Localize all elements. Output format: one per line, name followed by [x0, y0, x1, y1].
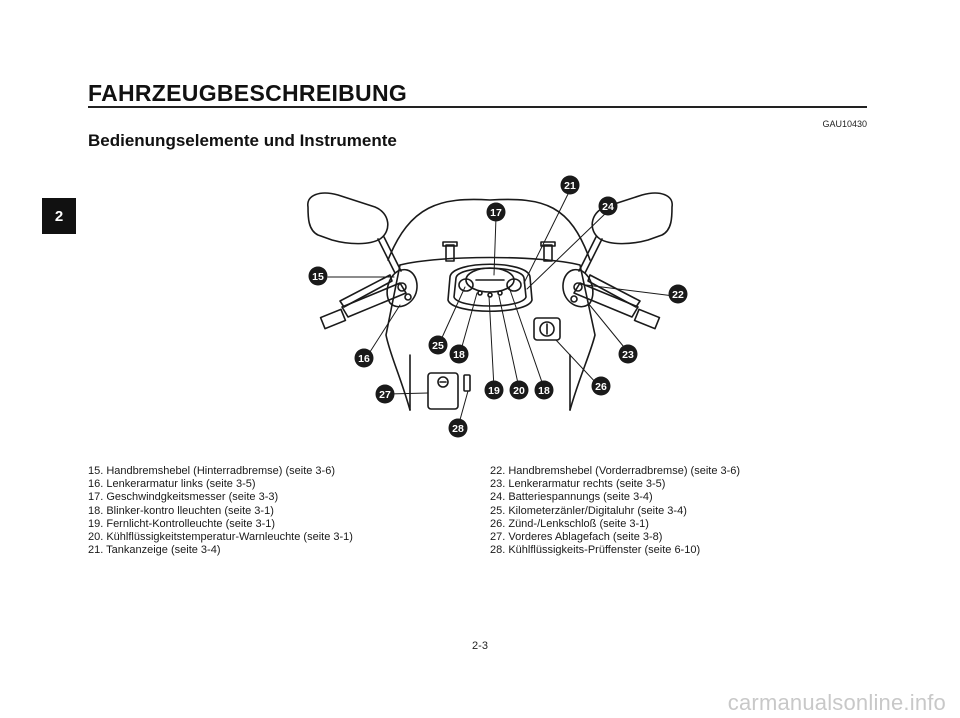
legend-item: 17. Geschwindgkeitsmesser (seite 3-3): [88, 491, 279, 504]
svg-text:24: 24: [602, 201, 614, 213]
svg-text:23: 23: [622, 349, 634, 361]
callout: 18: [449, 344, 469, 364]
legend-item: 15. Handbremshebel (Hinterradbremse) (se…: [88, 465, 335, 477]
coolant-window: [463, 374, 471, 392]
chapter-tab: 2: [42, 198, 76, 234]
svg-text:21: 21: [564, 180, 576, 192]
front-cowl: [399, 256, 596, 411]
legend-item: 18. Blinker-kontro lleuchten (seite 3-1): [88, 504, 274, 517]
legend-left-column: 15. Handbremshebel (Hinterradbremse) (se…: [88, 465, 468, 557]
callout: 25: [428, 335, 448, 355]
right-mirror: [578, 192, 673, 274]
page-number: 2-3: [472, 640, 488, 652]
legend-right-column: 22. Handbremshebel (Vorderradbremse) (se…: [490, 465, 870, 557]
handlebar-diagram: 21 17 24 15 22 25 18 16 23 27 19 20 18 2…: [307, 175, 688, 438]
callout: 26: [591, 376, 611, 396]
mount-bolts: [442, 241, 556, 262]
legend-item: 28. Kühlflüssigkeits-Prüffenster (seite …: [490, 544, 701, 557]
callout: 16: [354, 348, 374, 368]
storage-compartment: [427, 372, 459, 410]
callout: 18: [534, 380, 554, 400]
svg-text:17: 17: [490, 207, 502, 219]
svg-text:20: 20: [513, 385, 525, 397]
legend-item: 24. Batteriespannungs (seite 3-4): [490, 491, 653, 504]
windscreen: [387, 198, 591, 261]
legend-item: 27. Vorderes Ablagefach (seite 3-8): [490, 531, 663, 544]
legend-item: 20. Kühlflüssigkeitstemperatur-Warnleuch…: [88, 531, 353, 544]
svg-text:19: 19: [488, 385, 500, 397]
svg-text:18: 18: [453, 349, 465, 361]
legend-item: 26. Zünd-/Lenkschloß (seite 3-1): [490, 517, 649, 530]
callout: 17: [486, 202, 506, 222]
instrument-cluster: [447, 263, 533, 312]
callout: 27: [375, 384, 395, 404]
title-rule: [88, 106, 867, 108]
svg-text:28: 28: [452, 423, 464, 435]
legend-item: 25. Kilometerzänler/Digitaluhr (seite 3-…: [490, 504, 687, 517]
callout: 20: [509, 380, 529, 400]
callout: 19: [484, 380, 504, 400]
legend-item: 21. Tankanzeige (seite 3-4): [88, 544, 221, 557]
legend-item: 22. Handbremshebel (Vorderradbremse) (se…: [490, 465, 741, 477]
left-mirror: [307, 192, 402, 274]
ignition-switch: [533, 317, 561, 341]
svg-text:26: 26: [595, 381, 607, 393]
legend-item: 16. Lenkerarmatur links (seite 3-5): [88, 478, 256, 491]
svg-text:27: 27: [379, 389, 391, 401]
right-grip: [562, 268, 661, 330]
section-title: Bedienungselemente und Instrumente: [88, 131, 397, 150]
callout: 28: [448, 418, 468, 438]
document-code: GAU10430: [822, 119, 867, 129]
svg-text:16: 16: [358, 353, 370, 365]
callout: 24: [598, 196, 618, 216]
callout: 23: [618, 344, 638, 364]
svg-text:15: 15: [312, 271, 324, 283]
callout: 21: [560, 175, 580, 195]
legend-item: 23. Lenkerarmatur rechts (seite 3-5): [490, 478, 666, 491]
watermark: carmanualsonline.info: [727, 690, 946, 715]
left-grip: [319, 268, 418, 330]
leader-lines: [327, 189, 675, 428]
callout: 15: [308, 266, 328, 286]
svg-text:25: 25: [432, 340, 444, 352]
legend-item: 19. Fernlicht-Kontrolleuchte (seite 3-1): [88, 517, 276, 530]
callout: 22: [668, 284, 688, 304]
svg-text:18: 18: [538, 385, 550, 397]
chapter-title: FAHRZEUGBESCHREIBUNG: [88, 80, 408, 106]
svg-text:22: 22: [672, 289, 684, 301]
